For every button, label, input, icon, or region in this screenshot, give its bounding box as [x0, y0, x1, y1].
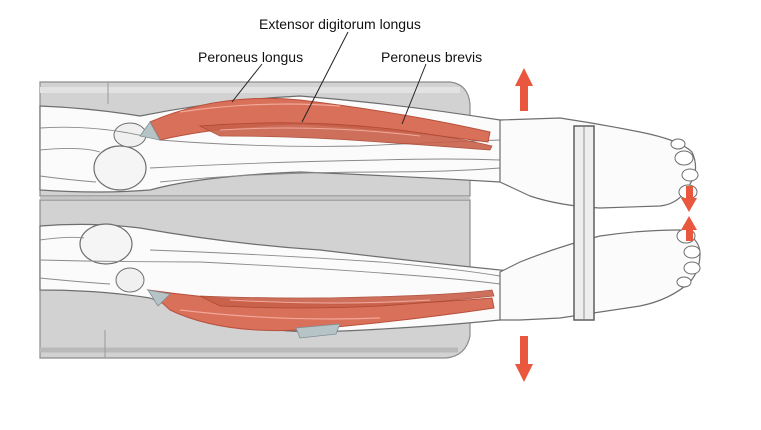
arrow-down	[515, 336, 533, 382]
lower-foot	[499, 228, 701, 321]
label-peroneus-longus: Peroneus longus	[198, 49, 304, 65]
arrow-up	[515, 68, 533, 111]
upper-leg-muscles	[139, 97, 493, 151]
upper-foot	[499, 117, 699, 209]
label-extensor-digitorum-longus: Extensor digitorum longus	[259, 16, 421, 32]
leader-lines	[231, 31, 427, 125]
arrow-toe-up	[681, 216, 697, 241]
ankle-strap	[573, 125, 595, 321]
lower-leg-muscles	[146, 289, 495, 339]
arrow-toe-down	[681, 186, 697, 212]
label-peroneus-brevis: Peroneus brevis	[381, 49, 483, 65]
